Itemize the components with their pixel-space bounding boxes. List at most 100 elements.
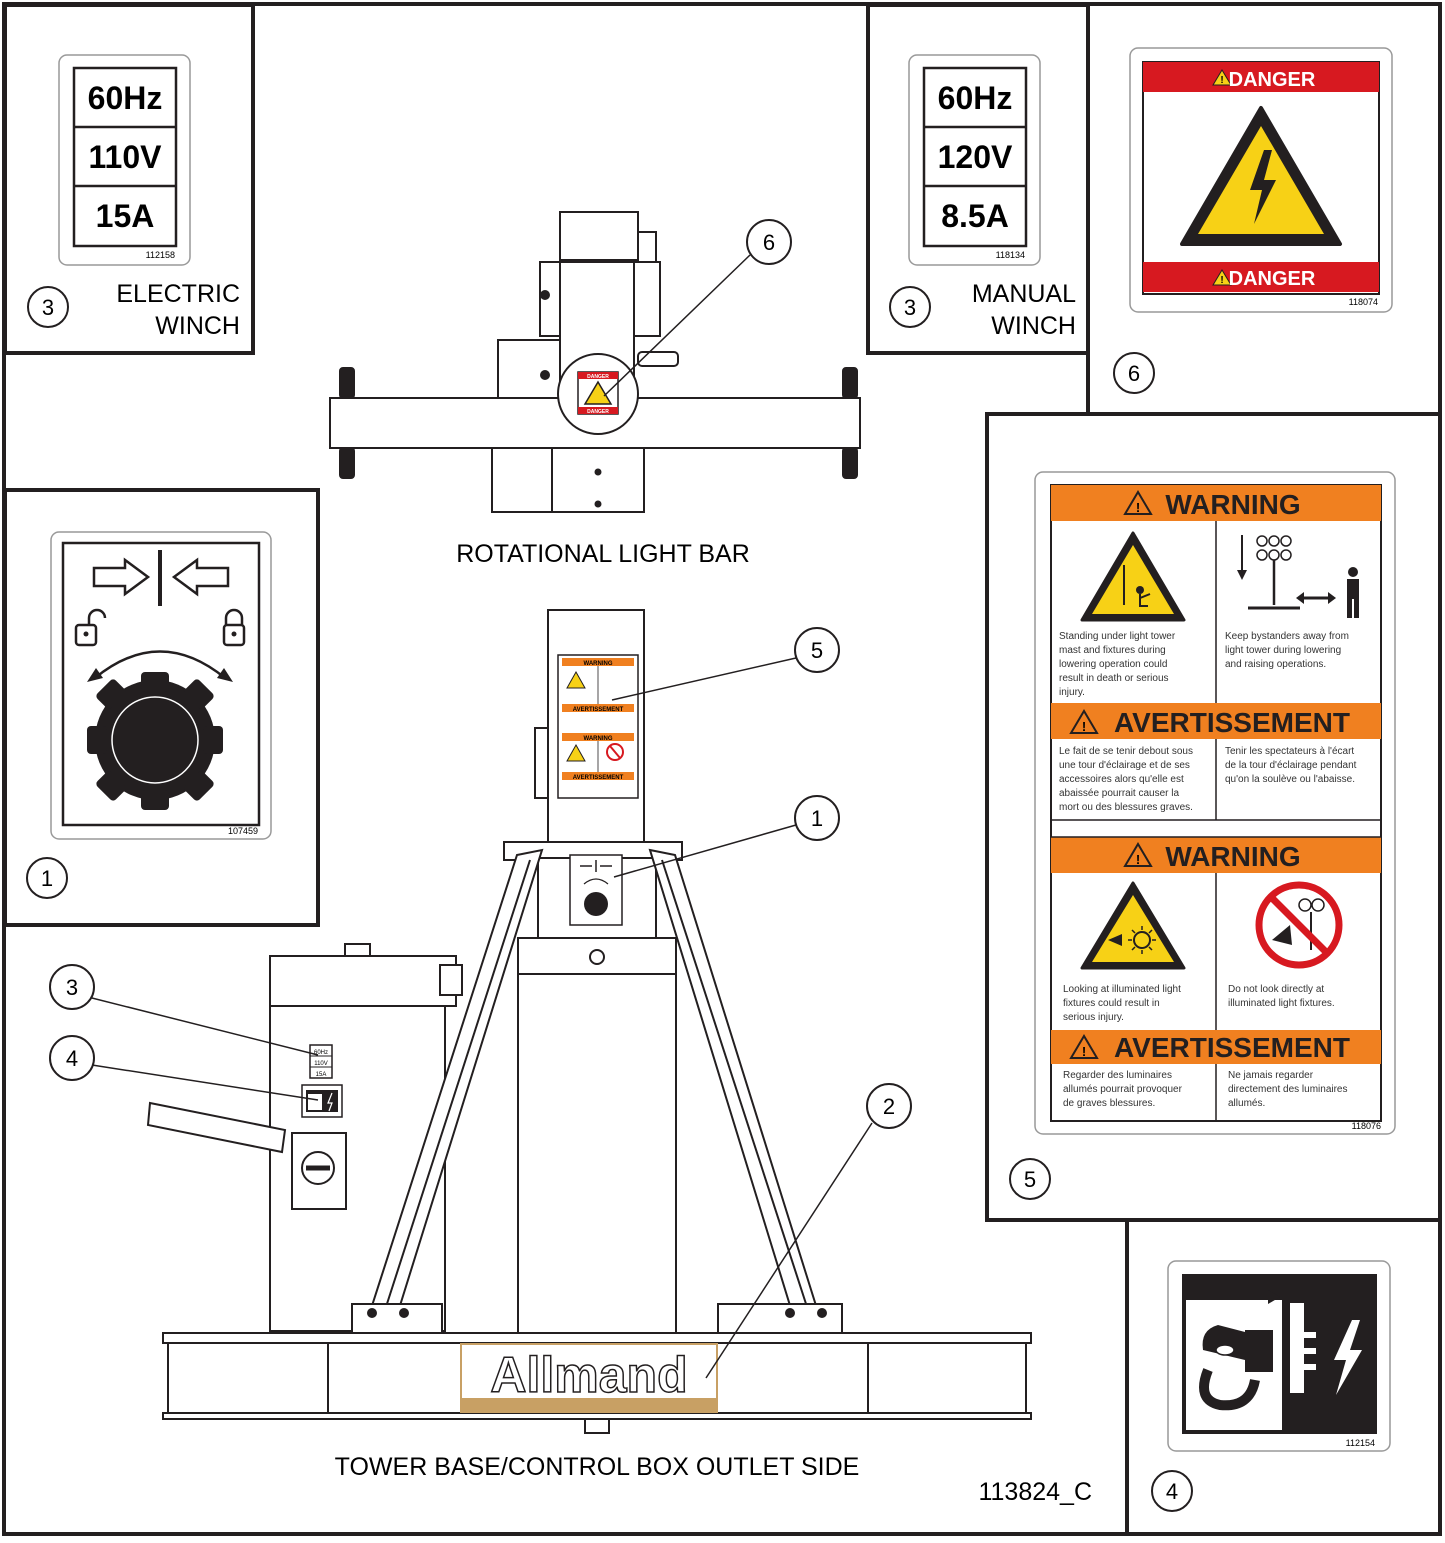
electric-winch-callout-number: 3: [42, 295, 54, 320]
manual-winch-callout-circle: [889, 286, 931, 328]
avertissement-1-right-line-1: Tenir les spectateurs à l'écart: [1225, 746, 1354, 757]
svg-text:!: !: [1082, 719, 1086, 734]
electric-winch-callout-circle: [27, 286, 69, 328]
mini-warning-decal: WARNING AVERTISSEMENT WARNING AVERTISSEM…: [557, 654, 639, 799]
warning-1-left-line-1: Standing under light tower: [1059, 631, 1176, 642]
electric-winch-label-line-1: ELECTRIC: [116, 280, 240, 308]
avertissement-2-right-line-1: Ne jamais regarder: [1228, 1070, 1314, 1081]
warning-2-right-line-2: illuminated light fixtures.: [1228, 998, 1335, 1009]
warning-decal-part-number: 118076: [1352, 1121, 1381, 1131]
lock-decal-callout-number: 1: [41, 866, 53, 891]
mini-danger-bottom: DANGER: [587, 409, 609, 415]
avertissement-2-right-line-3: allumés.: [1228, 1098, 1265, 1109]
warning-1-right-line-2: light tower during lowering: [1225, 645, 1341, 656]
plug-decal-callout-circle: [1151, 1470, 1193, 1512]
lock-decal-callout-circle: [26, 857, 68, 899]
panel-lock-border: [3, 488, 320, 927]
mini-avert-2: AVERTISSEMENT: [573, 775, 624, 781]
warning-1-left-line-2: mast and fixtures during: [1059, 645, 1166, 656]
warning-1-left-line-3: lowering operation could: [1059, 659, 1167, 670]
avertissement-1-right-line-3: qu'on la soulève ou l'abaisse.: [1225, 774, 1355, 785]
mini-winch-amperage: 15A: [316, 1072, 327, 1078]
danger-callout-circle: [1113, 352, 1155, 394]
manual-winch-amperage: 8.5A: [941, 198, 1009, 234]
plug-decal-part-number: 112154: [1346, 1438, 1375, 1448]
warning-1-left-line-5: injury.: [1059, 687, 1085, 698]
arrow-right-icon: [92, 557, 151, 597]
svg-text:!: !: [1136, 852, 1140, 867]
danger-bottom-label: DANGER: [1229, 268, 1316, 290]
electric-winch-amperage: 15A: [96, 198, 155, 234]
mini-plug-label: [301, 1084, 343, 1118]
avertissement-2-heading: AVERTISSEMENT: [1114, 1032, 1350, 1063]
plug-decal: 112154: [1167, 1260, 1391, 1452]
warning-1-right-line-1: Keep bystanders away from: [1225, 631, 1349, 642]
avertissement-1-right-line-2: de la tour d'éclairage pendant: [1225, 760, 1357, 771]
warning-2-left-line-2: fixtures could result in: [1063, 998, 1160, 1009]
mast-decal-callout-circle: [794, 627, 840, 673]
winch-label-callout-circle: [49, 964, 95, 1010]
manual-winch-frequency: 60Hz: [938, 80, 1013, 116]
lock-decal-part-number: 107459: [228, 826, 258, 836]
logo-callout-number: 2: [883, 1094, 895, 1119]
danger-top-label: DANGER: [1229, 69, 1316, 91]
mini-danger-decal: DANGER DANGER: [577, 371, 619, 415]
light-bar-callout-circle: [746, 219, 792, 265]
avertissement-2-left-line-2: allumés pourrait provoquer: [1063, 1084, 1183, 1095]
avertissement-2-left-line-3: de graves blessures.: [1063, 1098, 1155, 1109]
svg-text:!: !: [1220, 75, 1223, 86]
leader-line-4: [91, 1064, 319, 1101]
locked-padlock-icon: [222, 608, 246, 647]
manual-winch-callout-number: 3: [904, 295, 916, 320]
avertissement-1-left-line-5: mort ou des blessures graves.: [1059, 802, 1193, 813]
danger-callout-number: 6: [1128, 361, 1140, 386]
plug-label-callout-number: 4: [66, 1046, 78, 1071]
manual-winch-voltage: 120V: [938, 139, 1013, 175]
light-bar-callout-number: 6: [763, 230, 775, 255]
warning-decal-callout-number: 5: [1024, 1167, 1036, 1192]
avertissement-1-heading: AVERTISSEMENT: [1114, 707, 1350, 738]
leader-line-5: [611, 657, 797, 701]
electric-winch-frequency: 60Hz: [88, 80, 163, 116]
pull-direction-arrow-icon: [1268, 1290, 1280, 1304]
brand-logo: Allmand: [460, 1343, 718, 1413]
leader-line-1: [613, 824, 797, 878]
avertissement-2-left-line-1: Regarder des luminaires: [1063, 1070, 1172, 1081]
mast-lock-callout-circle: [794, 795, 840, 841]
keep-away-icon: [1237, 535, 1359, 618]
do-not-look-icon: [1255, 881, 1343, 969]
leader-line-6: [603, 254, 751, 397]
electric-winch-decal: 60Hz 110V 15A 112158: [58, 54, 191, 266]
plug-lightning-icon: [1334, 1320, 1362, 1395]
danger-part-number: 118074: [1349, 297, 1378, 307]
mini-winch-frequency: 60Hz: [314, 1050, 328, 1056]
mast-lock-callout-number: 1: [811, 806, 823, 831]
plug-label-callout-circle: [49, 1035, 95, 1081]
avertissement-1-left-line-2: une tour d'éclairage et de ses: [1059, 760, 1190, 771]
manual-winch-label-line-1: MANUAL: [972, 280, 1076, 308]
top-caption: ROTATIONAL LIGHT BAR: [456, 540, 750, 568]
mini-warning-1: WARNING: [584, 661, 613, 667]
avertissement-2-right-line-2: directement des luminaires: [1228, 1084, 1348, 1095]
arrow-left-icon: [171, 557, 230, 597]
electric-winch-part-number: 112158: [146, 250, 175, 260]
avertissement-1-left-line-1: Le fait de se tenir debout sous: [1059, 746, 1193, 757]
electric-winch-voltage: 110V: [89, 139, 163, 175]
warning-1-left-line-4: result in death or serious: [1059, 673, 1169, 684]
winch-label-callout-number: 3: [66, 975, 78, 1000]
mini-danger-top: DANGER: [587, 374, 609, 380]
lightning-bolt-icon: [1250, 150, 1276, 224]
drawing-number: 113824_C: [978, 1478, 1092, 1506]
electric-winch-label-line-2: WINCH: [155, 312, 240, 340]
plug-decal-callout-number: 4: [1166, 1479, 1178, 1504]
manual-winch-part-number: 118134: [996, 250, 1025, 260]
warning-1-heading: WARNING: [1165, 489, 1300, 520]
avertissement-1-left-line-4: abaissée pourrait causer la: [1059, 788, 1180, 799]
brand-logo-text: Allmand: [490, 1347, 687, 1403]
manual-winch-label-line-2: WINCH: [991, 312, 1076, 340]
svg-text:!: !: [1082, 1044, 1086, 1059]
leader-line-3: [87, 996, 319, 1056]
svg-text:!: !: [1220, 275, 1223, 286]
